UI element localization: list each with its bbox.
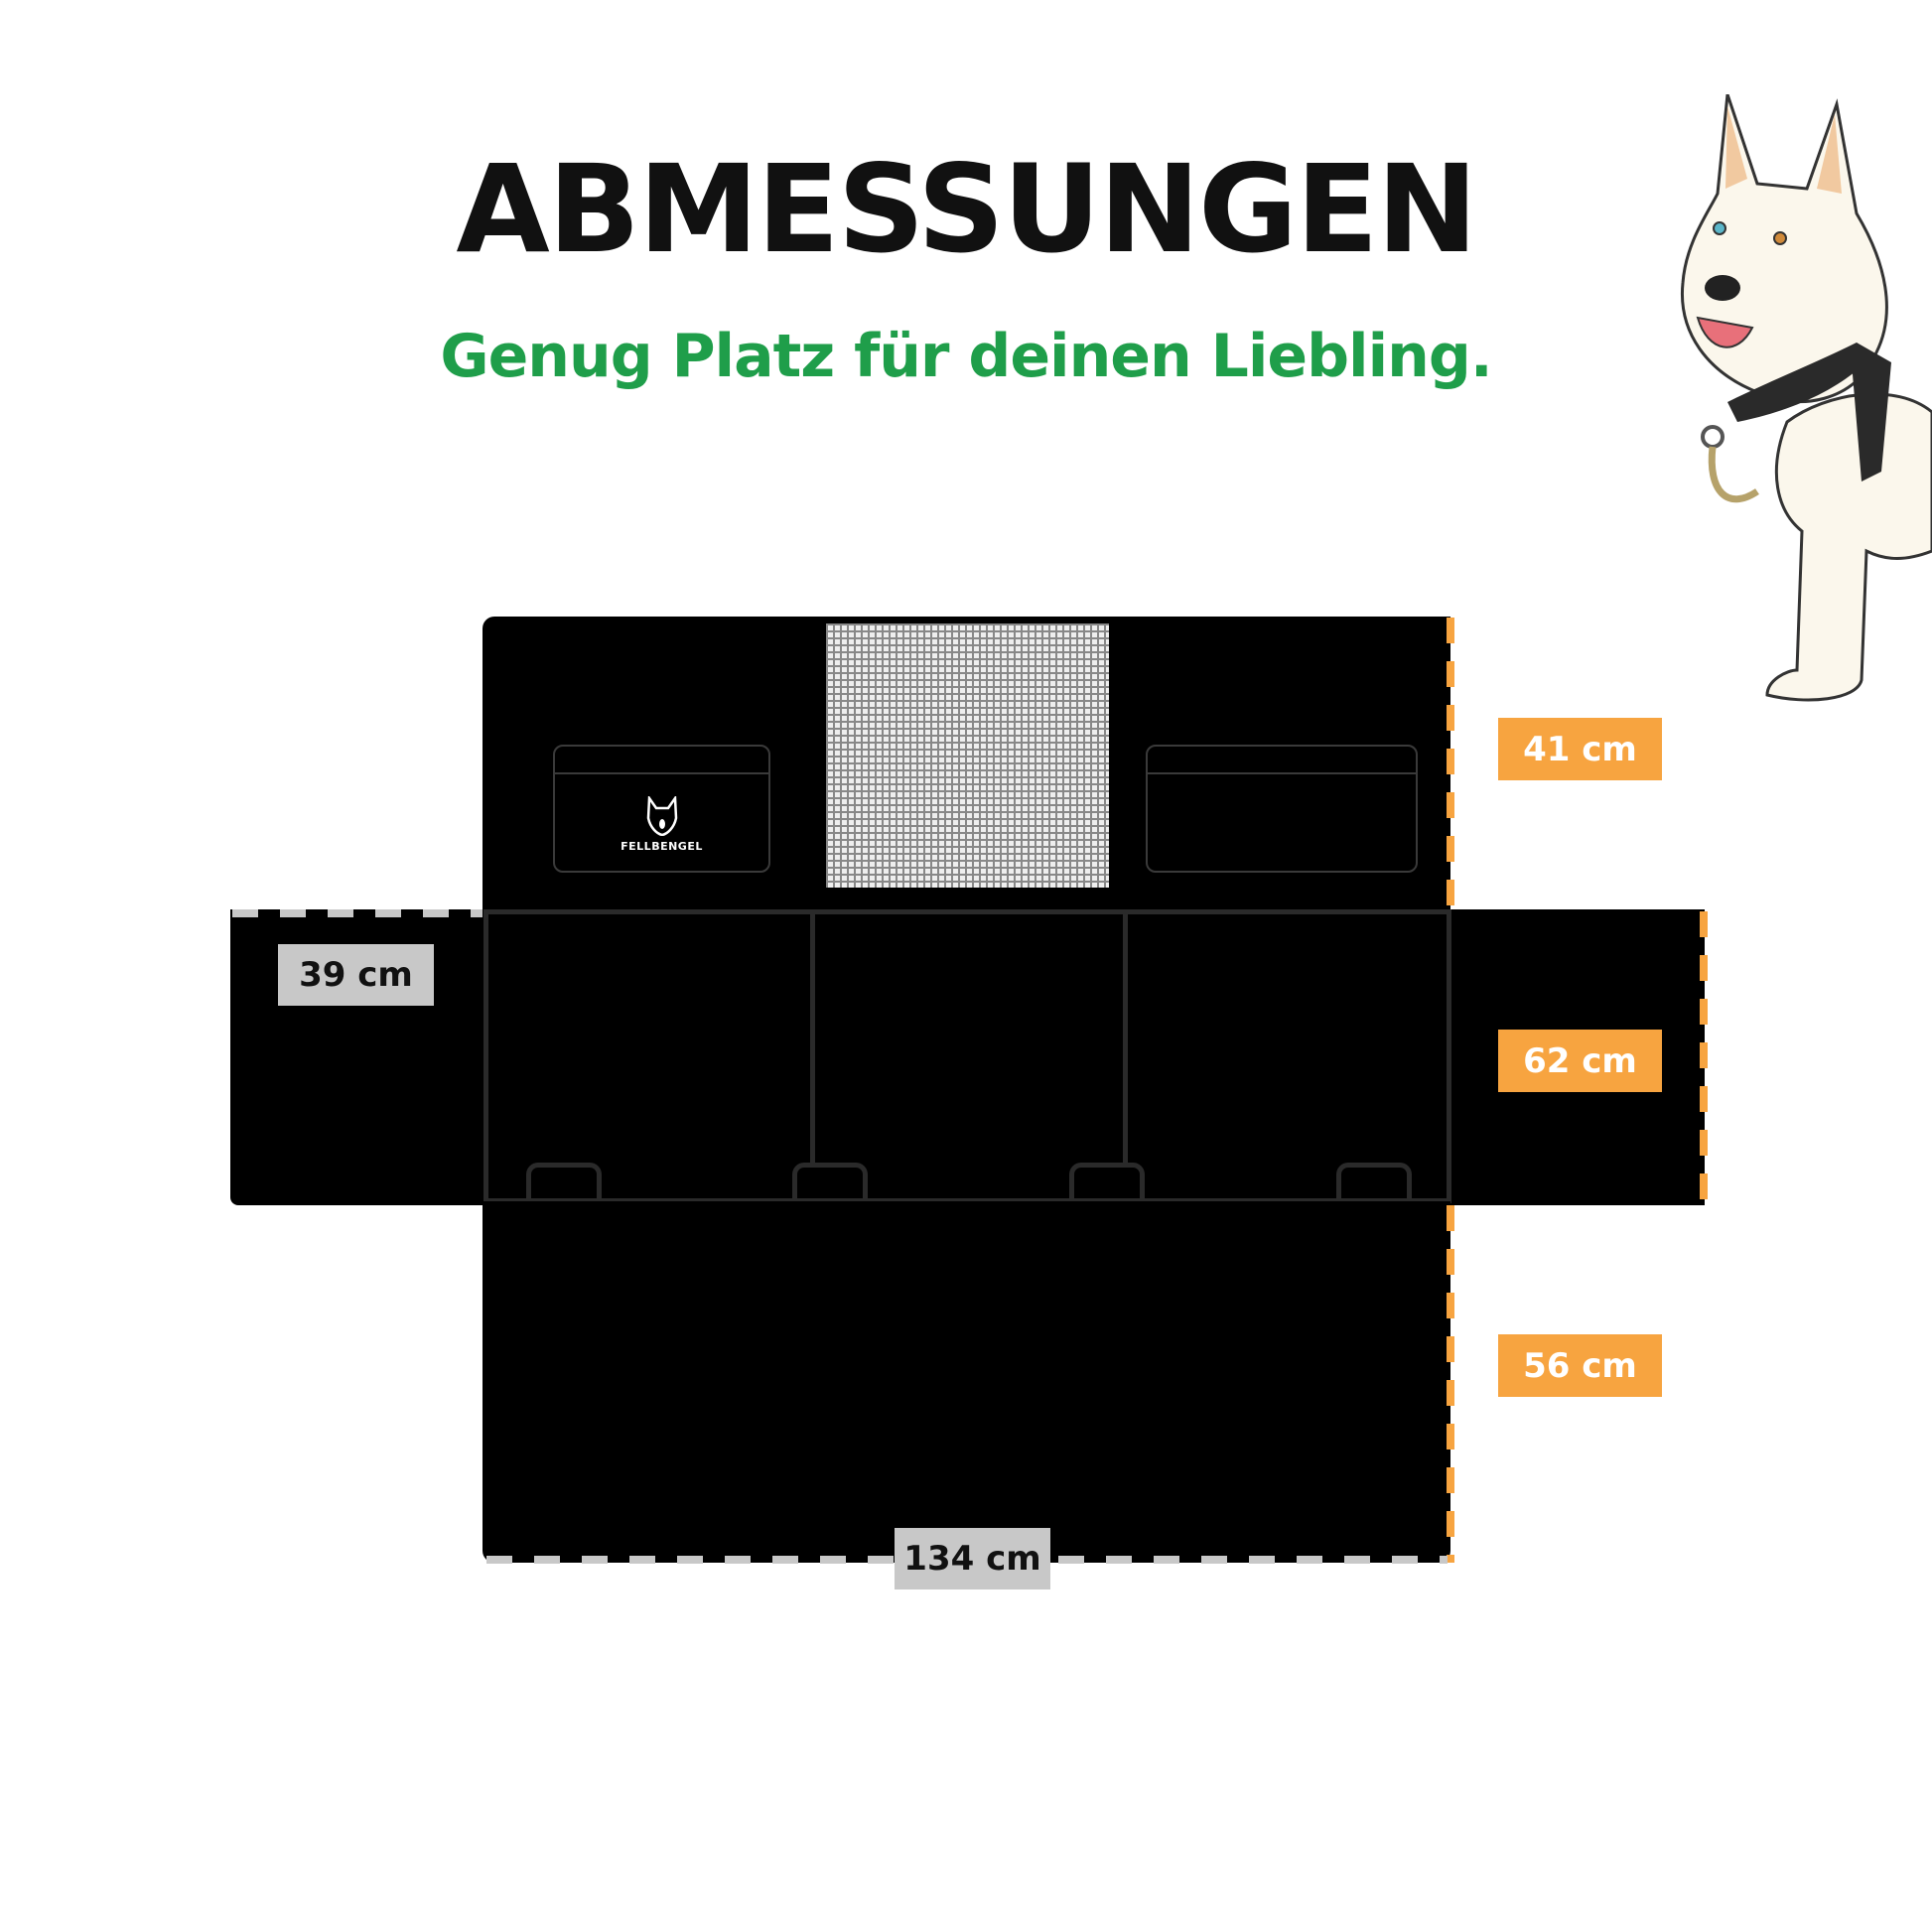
seatbelt-opening bbox=[1069, 1163, 1145, 1200]
seat-divider bbox=[810, 911, 815, 1166]
dimension-line-side-flap bbox=[232, 909, 483, 917]
right-pocket bbox=[1146, 745, 1418, 873]
brand-logo-text: FELLBENGEL bbox=[621, 840, 703, 853]
page-subtitle: Genug Platz für deinen Liebling. bbox=[440, 322, 1492, 391]
seatbelt-opening bbox=[526, 1163, 602, 1200]
dimension-line-front bbox=[1447, 1205, 1454, 1563]
page-title: ABMESSUNGEN bbox=[456, 139, 1477, 280]
wolf-logo-icon bbox=[646, 794, 677, 837]
seat-frame bbox=[483, 909, 1451, 1203]
dimension-label-front-flap: 56 cm bbox=[1498, 1334, 1662, 1397]
seat-band bbox=[230, 909, 1705, 1205]
seatbelt-opening bbox=[1336, 1163, 1412, 1200]
mesh-pocket bbox=[826, 623, 1109, 888]
dimension-label-seat-depth: 62 cm bbox=[1498, 1030, 1662, 1092]
dimension-label-width: 134 cm bbox=[895, 1528, 1050, 1589]
brand-logo: FELLBENGEL bbox=[555, 794, 768, 853]
seat-divider bbox=[1123, 911, 1128, 1166]
dimension-line-side bbox=[1700, 911, 1708, 1205]
dimension-label-side-flap: 39 cm bbox=[278, 944, 434, 1006]
seatbelt-opening bbox=[792, 1163, 868, 1200]
left-pocket: FELLBENGEL bbox=[553, 745, 770, 873]
husky-dog-illustration bbox=[1680, 94, 1932, 702]
dimension-line-back bbox=[1447, 618, 1454, 911]
front-flap bbox=[483, 1201, 1450, 1563]
dimension-label-back-height: 41 cm bbox=[1498, 718, 1662, 780]
